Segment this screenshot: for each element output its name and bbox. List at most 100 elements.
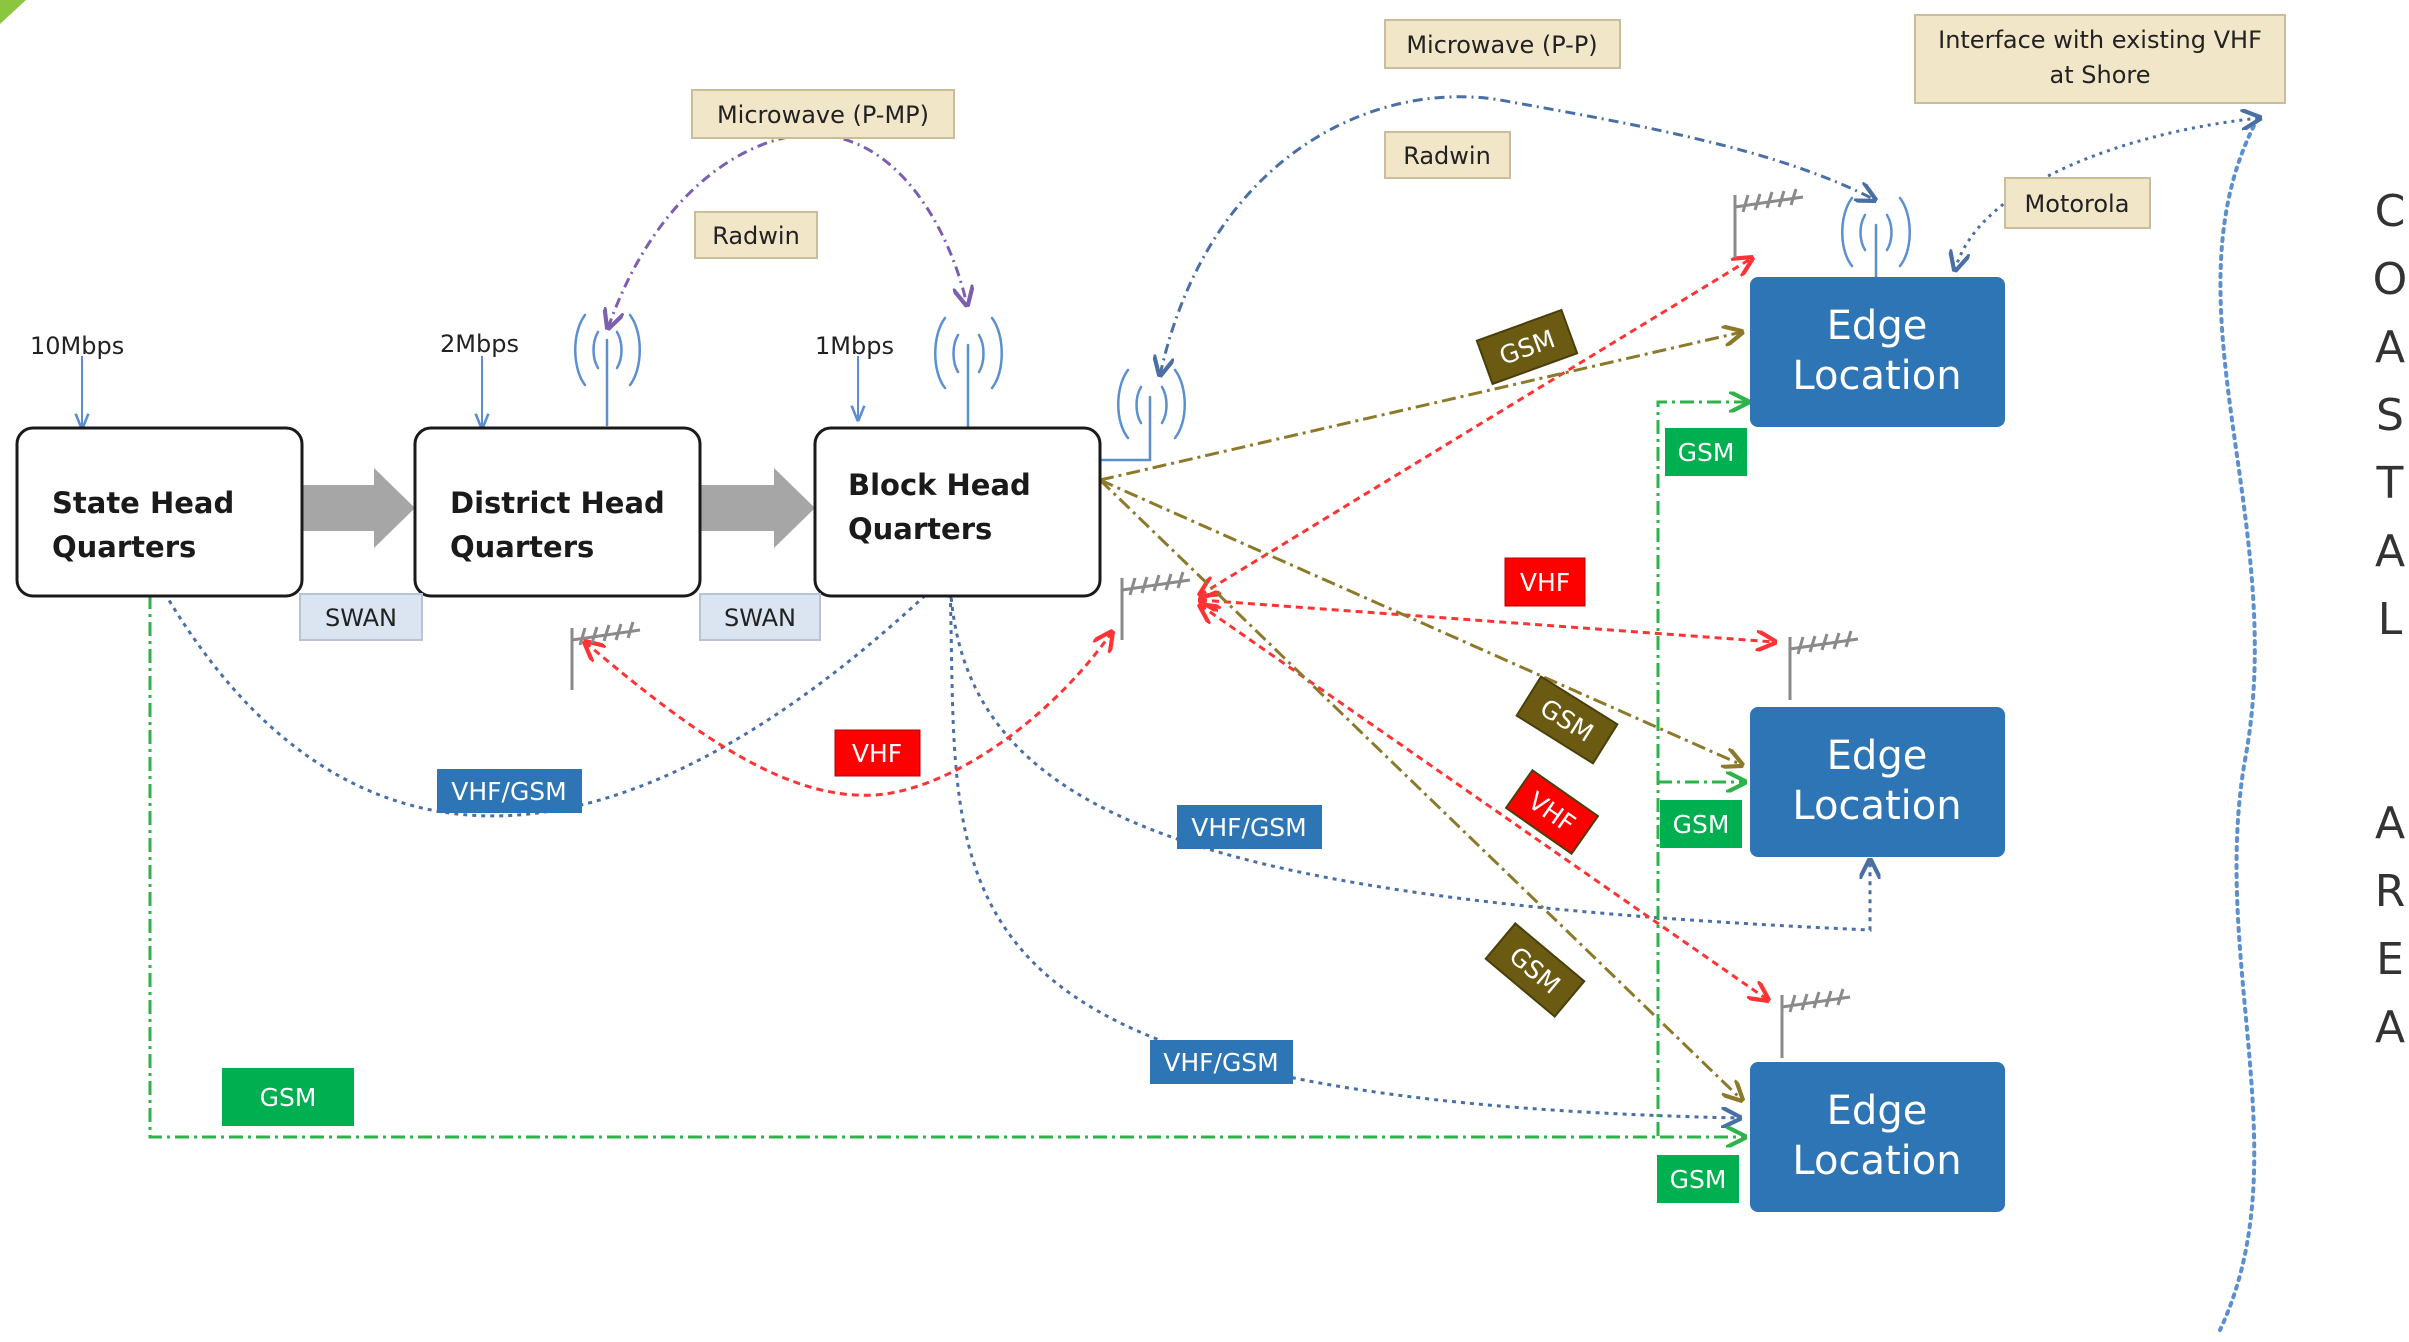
link-vhf-edge1 [1200,258,1752,595]
svg-text:Microwave (P-P): Microwave (P-P) [1406,31,1597,59]
link-gsm-edge1 [1099,332,1742,482]
node-edge-location-3: Edge Location [1750,1062,2005,1212]
svg-text:R: R [2375,866,2406,917]
link-vhf-edge2 [1200,600,1775,642]
svg-text:VHF/GSM: VHF/GSM [451,777,567,806]
svg-text:Microwave (P-MP): Microwave (P-MP) [717,101,929,129]
label-vhf-diag: VHF [1504,768,1600,856]
link-gsm-edge-bus [1656,402,1748,1136]
label-vhf-center: VHF [834,729,921,777]
label-gsm-diag-mid: GSM [1515,675,1619,765]
node-label: State Head [52,486,234,520]
svg-text:VHF: VHF [1520,568,1570,597]
svg-text:O: O [2373,254,2408,305]
label-vhf-mid: VHF [1504,557,1586,607]
node-label: Location [1792,353,1961,399]
svg-text:SWAN: SWAN [325,604,397,632]
svg-text:GSM: GSM [1673,810,1730,839]
svg-text:A: A [2375,798,2405,849]
node-label: District Head [450,486,665,520]
link-motorola [1955,118,2260,270]
callout-radwin-1: Radwin [694,211,818,259]
radio-icon-edge1 [1841,196,1911,280]
svg-text:GSM: GSM [260,1083,317,1112]
label-gsm-bottom-left: GSM [222,1068,354,1126]
antenna-icon-edge1 [1733,188,1804,258]
swan-arrow-2 [700,468,815,548]
link-vhf-district-block [585,632,1112,797]
link-block-edge2-vhfgsm [948,579,1870,932]
link-gsm-edge2 [1099,478,1742,765]
swan-arrow-1 [302,468,415,548]
callout-radwin-2: Radwin [1384,131,1511,179]
antenna-icon-edge2 [1788,630,1859,700]
node-label: Location [1792,1138,1961,1184]
svg-text:L: L [2378,594,2403,645]
radio-icon-block [934,316,1003,430]
label-gsm-diag-low: GSM [1484,922,1586,1018]
label-vhfgsm-low: VHF/GSM [1150,1040,1293,1084]
svg-text:VHF/GSM: VHF/GSM [1191,813,1307,842]
link-gsm-state-edge3 [148,595,1745,1137]
svg-text:VHF/GSM: VHF/GSM [1163,1048,1279,1077]
label-gsm-top-diag: GSM [1475,308,1579,386]
callout-motorola: Motorola [2004,177,2151,229]
svg-text:E: E [2376,934,2404,985]
node-label: Edge [1827,303,1928,349]
svg-text:Radwin: Radwin [712,222,800,250]
bandwidth-label-district: 2Mbps [440,330,519,358]
svg-text:SWAN: SWAN [724,604,796,632]
link-block-edge3-vhfgsm [948,584,1740,1118]
label-gsm-edge3: GSM [1657,1155,1739,1203]
swan-label-2: SWAN [699,593,821,641]
corner-mark [0,0,26,24]
link-gsm-edge3 [1098,478,1742,1100]
label-gsm-edge1: GSM [1665,428,1747,476]
radio-icon-district [574,313,641,427]
node-label: Block Head [848,468,1031,502]
callout-interface-vhf: Interface with existing VHF at Shore [1914,14,2286,104]
node-edge-location-2: Edge Location [1750,707,2005,857]
link-vhf-edge3 [1200,605,1768,1000]
svg-text:GSM: GSM [1670,1165,1727,1194]
node-edge-location-1: Edge Location [1750,277,2005,427]
node-label: Quarters [52,530,196,564]
node-block-hq: Block Head Quarters [813,426,1102,598]
svg-text:A: A [2375,322,2405,373]
callout-microwave-pmp: Microwave (P-MP) [691,89,955,139]
antenna-icon-edge3 [1780,988,1851,1058]
node-label: Edge [1827,1088,1928,1134]
link-microwave-pp [1160,95,1875,375]
node-label: Edge [1827,733,1928,779]
svg-text:S: S [2376,390,2404,441]
antenna-icon-block [1120,571,1191,640]
node-label: Quarters [450,530,594,564]
coastal-area-label: C O A S T A L A R E A [2373,186,2408,1053]
svg-text:C: C [2375,186,2406,237]
svg-text:Interface with existing VHF: Interface with existing VHF [1938,26,2262,54]
svg-text:A: A [2375,526,2405,577]
radio-icon-microwave-pp [1098,368,1186,462]
svg-text:VHF: VHF [852,739,902,768]
svg-text:A: A [2375,1002,2405,1053]
node-label: Location [1792,783,1961,829]
node-state-hq: State Head Quarters [15,426,304,598]
callout-microwave-pp: Microwave (P-P) [1384,19,1621,69]
node-district-hq: District Head Quarters [413,426,702,598]
svg-text:T: T [2376,458,2404,509]
swan-label-1: SWAN [299,593,423,641]
svg-text:Motorola: Motorola [2025,190,2130,218]
antenna-icon-district [570,621,641,690]
node-label: Quarters [848,512,992,546]
bandwidth-label-state: 10Mbps [30,332,124,360]
link-microwave-pmp [608,133,967,328]
svg-text:GSM: GSM [1678,438,1735,467]
svg-text:at Shore: at Shore [2050,61,2151,89]
label-gsm-edge2: GSM [1660,800,1742,848]
bandwidth-label-block: 1Mbps [815,332,894,360]
label-vhfgsm-mid: VHF/GSM [1177,805,1322,849]
svg-text:Radwin: Radwin [1403,142,1491,170]
coastline [2218,116,2260,1332]
label-vhfgsm-left: VHF/GSM [437,769,582,813]
